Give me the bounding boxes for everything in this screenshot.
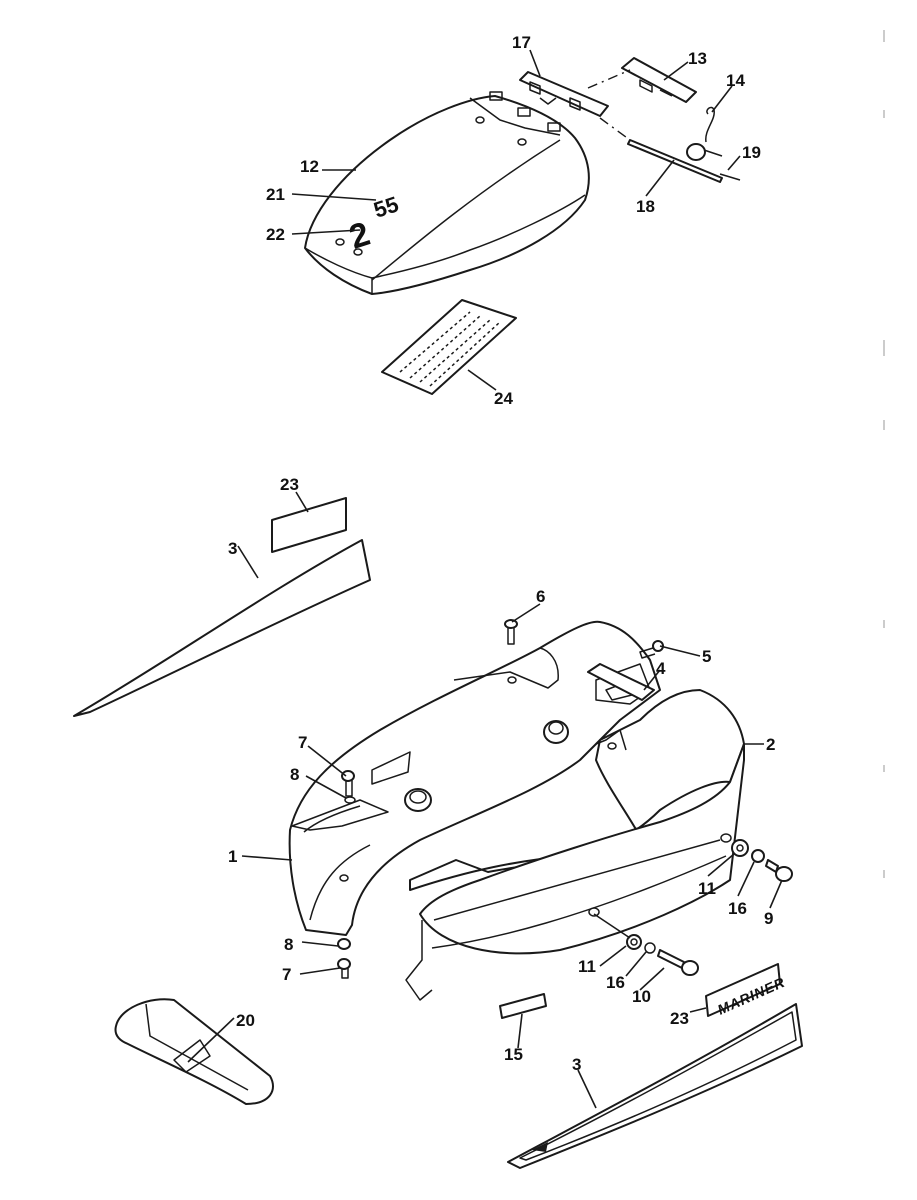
gasket-part-4	[587, 663, 655, 701]
spring-clip-part-14	[686, 106, 723, 161]
left-lower-cowl-part-1	[288, 620, 661, 936]
washer-part-11-right	[731, 839, 749, 857]
callout-14: 14	[726, 71, 745, 90]
callout-1: 1	[228, 847, 237, 866]
callout-12: 12	[300, 157, 319, 176]
mariner-decal-part-23-lower: MARINER	[705, 963, 788, 1018]
callout-11-right: 11	[698, 879, 716, 898]
plain-decal-part-23-upper	[271, 497, 347, 553]
callout-15: 15	[504, 1045, 523, 1064]
callout-2: 2	[766, 735, 775, 754]
callout-3-lower: 3	[572, 1055, 581, 1074]
washer-part-11-lower	[626, 934, 642, 950]
screw-part-7-lower	[337, 958, 351, 979]
bolt-part-9	[765, 859, 793, 882]
callout-7-upper: 7	[298, 733, 307, 752]
callout-5: 5	[702, 647, 711, 666]
instruction-decal-part-24	[381, 299, 517, 395]
callout-9: 9	[764, 909, 773, 928]
callout-17: 17	[512, 33, 531, 52]
callout-22: 22	[266, 225, 285, 244]
washer-part-8-lower	[337, 938, 351, 950]
callout-6: 6	[536, 587, 545, 606]
assembly-axis-line	[587, 69, 631, 141]
screw-part-7-upper	[341, 770, 355, 797]
callout-10: 10	[632, 987, 651, 1006]
callout-19: 19	[742, 143, 761, 162]
callout-4: 4	[656, 659, 666, 678]
top-cowl-part-12	[304, 91, 590, 295]
plate-part-15	[499, 993, 547, 1019]
latch-rod-part-18	[627, 139, 723, 183]
callout-labels: 17 13 14 19 12 21 18 22 24 23 3 6 5 4 2 …	[228, 33, 775, 1074]
lockwasher-part-16-lower	[644, 942, 656, 954]
callout-7-lower: 7	[282, 965, 291, 984]
callout-24: 24	[494, 389, 513, 408]
latch-plate-part-13	[621, 57, 697, 103]
washer-part-8-upper	[344, 796, 356, 804]
callout-20: 20	[236, 1011, 255, 1030]
bolt-part-10	[657, 949, 699, 976]
callout-8-lower: 8	[284, 935, 293, 954]
storage-bag-part-20	[114, 998, 274, 1105]
right-lower-cowl-part-2	[405, 689, 745, 1001]
screw-part-6	[504, 619, 518, 645]
pin-part-19	[719, 173, 741, 181]
callout-18: 18	[636, 197, 655, 216]
side-stripe-part-3-upper	[73, 539, 371, 717]
leader-lines	[187, 49, 783, 1109]
callout-3-upper: 3	[228, 539, 237, 558]
callout-16-lower: 16	[606, 973, 625, 992]
hinge-bracket-part-17	[519, 71, 609, 117]
callout-16-right: 16	[728, 899, 747, 918]
callout-13: 13	[688, 49, 707, 68]
side-stripe-part-3-lower	[507, 1003, 803, 1169]
lockwasher-part-16-right	[751, 849, 765, 863]
callout-8-upper: 8	[290, 765, 299, 784]
callout-23-upper: 23	[280, 475, 299, 494]
callout-23-lower: 23	[670, 1009, 689, 1028]
callout-11-lower: 11	[578, 957, 596, 976]
callout-21: 21	[266, 185, 285, 204]
